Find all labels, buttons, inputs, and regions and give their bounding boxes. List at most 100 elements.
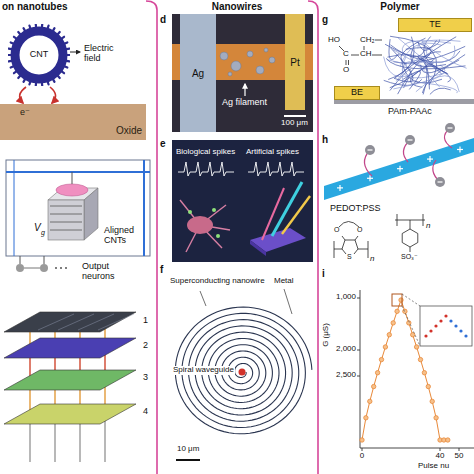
scale-label: 10 μm bbox=[176, 445, 200, 454]
plus-sign bbox=[459, 146, 460, 152]
interlayer-pillar bbox=[29, 418, 30, 462]
data-point bbox=[422, 371, 426, 375]
data-point bbox=[434, 416, 438, 420]
inset-point bbox=[449, 319, 452, 322]
leader-line bbox=[284, 289, 292, 314]
artificial-device bbox=[250, 240, 266, 256]
data-point bbox=[383, 345, 387, 349]
polymer-chain bbox=[426, 62, 450, 82]
axis-title: Pulse nu bbox=[418, 462, 449, 471]
data-point bbox=[368, 399, 372, 403]
data-point bbox=[446, 438, 450, 442]
axis-tick bbox=[440, 448, 441, 451]
data-point bbox=[399, 298, 403, 302]
neuron-wire bbox=[20, 256, 21, 264]
spike-trace bbox=[178, 162, 234, 176]
anion bbox=[365, 145, 375, 155]
data-point bbox=[372, 384, 376, 388]
axis-tick bbox=[357, 376, 360, 377]
interlayer-pillar bbox=[54, 418, 55, 462]
nanowire-fiber bbox=[262, 188, 284, 240]
node-label: Pt bbox=[290, 57, 299, 68]
callout-number: 3 bbox=[143, 373, 148, 383]
atom-label: O bbox=[343, 66, 349, 75]
material-label: PAm-PAAc bbox=[388, 107, 432, 117]
crossbar-line bbox=[6, 171, 150, 173]
artwork-ground bbox=[172, 140, 313, 262]
stack-layer bbox=[4, 404, 136, 424]
polymer-bracket bbox=[423, 214, 424, 226]
chemical-bond bbox=[348, 60, 349, 65]
inset-point bbox=[424, 334, 427, 337]
tick-label: 2,000 bbox=[336, 345, 356, 354]
polymer-chain bbox=[416, 76, 459, 92]
panel-letter: i bbox=[322, 268, 325, 279]
panel-letter: f bbox=[160, 264, 163, 275]
column-header: Nanowires bbox=[212, 1, 263, 12]
stack-layer bbox=[4, 338, 136, 358]
axis-tick bbox=[357, 298, 360, 299]
polymer-bracket bbox=[397, 214, 398, 226]
output-neuron bbox=[40, 264, 48, 272]
chemical-bond bbox=[410, 220, 411, 229]
ellipsis-dot bbox=[55, 267, 57, 269]
minus-sign bbox=[368, 149, 373, 150]
platinum-electrode: Pt bbox=[285, 14, 305, 110]
scale-label: 100 μm bbox=[281, 119, 308, 128]
annotation: Superconducting nanowire bbox=[170, 277, 265, 286]
annotation: Electric field bbox=[84, 44, 126, 64]
electron-arrow bbox=[20, 87, 26, 103]
axis-tick bbox=[362, 448, 363, 451]
electron-arrow bbox=[50, 87, 56, 103]
data-point bbox=[414, 345, 418, 349]
axis-title: G (μS) bbox=[322, 323, 331, 347]
annotation: Aligned CNTs bbox=[104, 226, 142, 246]
voltage-subscript: g bbox=[41, 229, 45, 237]
vesicle bbox=[188, 210, 192, 214]
data-point bbox=[395, 309, 399, 313]
silver-cluster bbox=[231, 61, 241, 71]
device-side bbox=[84, 188, 98, 240]
plus-sign bbox=[399, 166, 400, 172]
aligned-cnt-line bbox=[50, 214, 82, 215]
annotation: Metal bbox=[274, 277, 294, 286]
column-header: on nanotubes bbox=[2, 1, 68, 12]
callout-number: 1 bbox=[143, 316, 148, 326]
data-point bbox=[360, 438, 364, 442]
vesicle bbox=[212, 208, 216, 212]
data-point bbox=[418, 357, 422, 361]
inset-plot bbox=[420, 306, 472, 346]
minus-sign bbox=[408, 139, 413, 140]
tick-label: 40 bbox=[436, 452, 445, 461]
grid-line bbox=[98, 314, 134, 330]
polymer-chain bbox=[394, 37, 456, 79]
panel-letter: g bbox=[322, 14, 328, 25]
inset-point bbox=[444, 314, 447, 317]
minus-sign bbox=[448, 127, 453, 128]
stack-layer bbox=[4, 312, 136, 332]
data-point bbox=[387, 333, 391, 337]
anion bbox=[435, 177, 445, 187]
column-header: Polymer bbox=[380, 1, 419, 12]
chemical-bond bbox=[410, 247, 411, 252]
neuron-wire bbox=[44, 256, 45, 264]
neuron-link bbox=[24, 268, 40, 269]
leader-line bbox=[200, 291, 206, 306]
silver-cluster bbox=[269, 57, 275, 63]
atom-label: C bbox=[343, 50, 349, 59]
tick-label: 2,500 bbox=[336, 371, 356, 380]
tick-label: 0 bbox=[360, 452, 364, 461]
crossbar-frame bbox=[6, 160, 150, 256]
polymer-chain bbox=[406, 81, 457, 93]
output-neuron bbox=[16, 264, 24, 272]
plus-sign bbox=[429, 156, 430, 162]
zoom-guide bbox=[402, 306, 420, 346]
polymer-bracket bbox=[334, 241, 335, 258]
thiophene-ring bbox=[342, 240, 358, 254]
tick-label: 1,000 bbox=[336, 293, 356, 302]
inset-point bbox=[459, 329, 462, 332]
callout-number: 2 bbox=[143, 341, 148, 351]
polymer-bracket bbox=[368, 241, 369, 258]
interlayer-pillar bbox=[104, 418, 105, 462]
